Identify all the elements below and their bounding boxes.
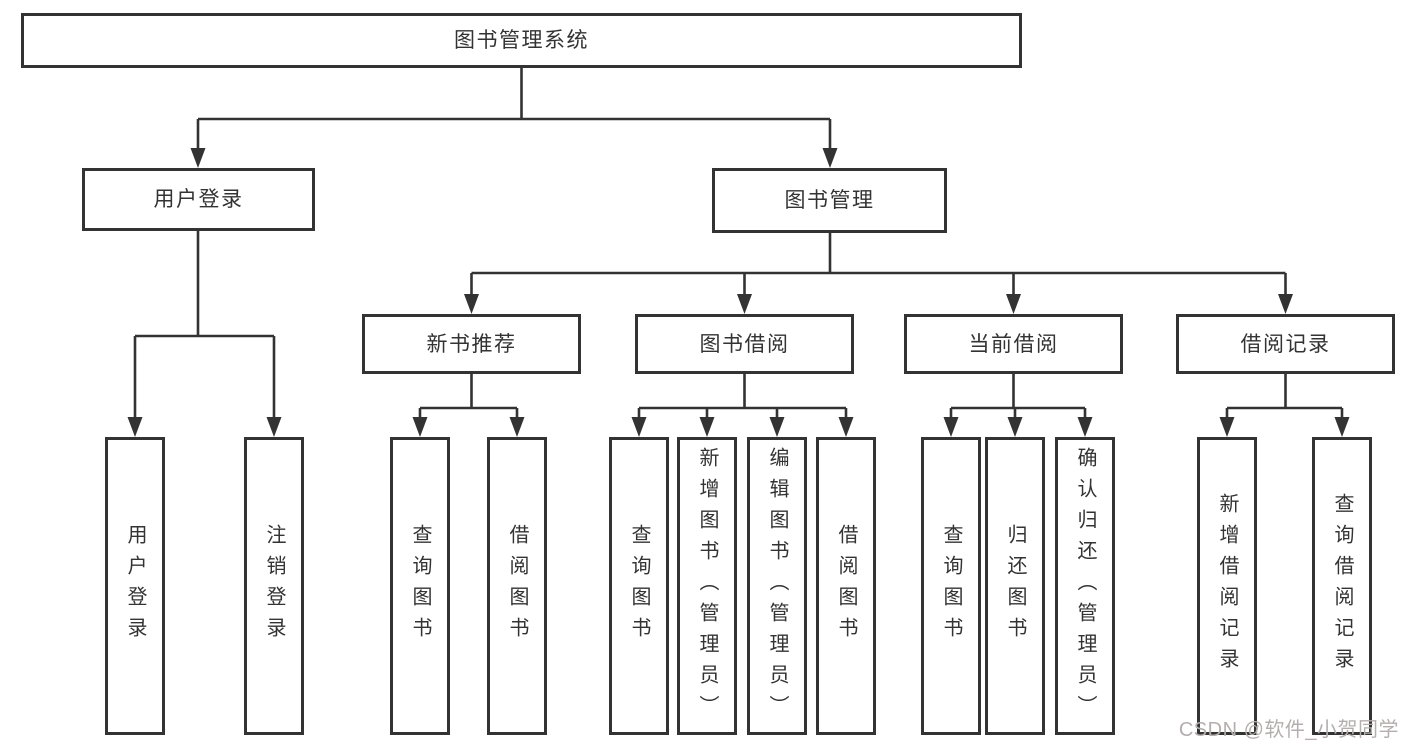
leaf-logout: 注销登录	[244, 437, 304, 735]
leaf-records-query-record: 查询借阅记录	[1312, 437, 1372, 735]
csdn-watermark: CSDN @软件_小贺同学	[1178, 719, 1399, 741]
node-current-borrow: 当前借阅	[904, 314, 1123, 374]
leaf-borrow-add-books-admin: 新增图书（管理员）	[677, 437, 737, 735]
leaf-borrow-borrow-books: 借阅图书	[816, 437, 876, 735]
leaf-current-return-books: 归还图书	[985, 437, 1045, 735]
node-book-borrow: 图书借阅	[635, 314, 854, 374]
leaf-borrow-edit-books-admin: 编辑图书（管理员）	[747, 437, 807, 735]
leaf-user-login: 用户登录	[105, 437, 165, 735]
leaf-recommend-borrow-books: 借阅图书	[487, 437, 547, 735]
leaf-borrow-query-books: 查询图书	[609, 437, 669, 735]
leaf-current-query-books: 查询图书	[921, 437, 981, 735]
node-user-login: 用户登录	[82, 168, 315, 231]
node-root: 图书管理系统	[21, 13, 1022, 68]
leaf-current-confirm-return-admin: 确认归还（管理员）	[1055, 437, 1115, 735]
leaf-records-add-record: 新增借阅记录	[1197, 437, 1257, 735]
leaf-recommend-query-books: 查询图书	[390, 437, 450, 735]
node-borrow-records: 借阅记录	[1176, 314, 1395, 374]
node-book-management: 图书管理	[712, 168, 947, 233]
node-new-book-recommend: 新书推荐	[362, 314, 581, 374]
